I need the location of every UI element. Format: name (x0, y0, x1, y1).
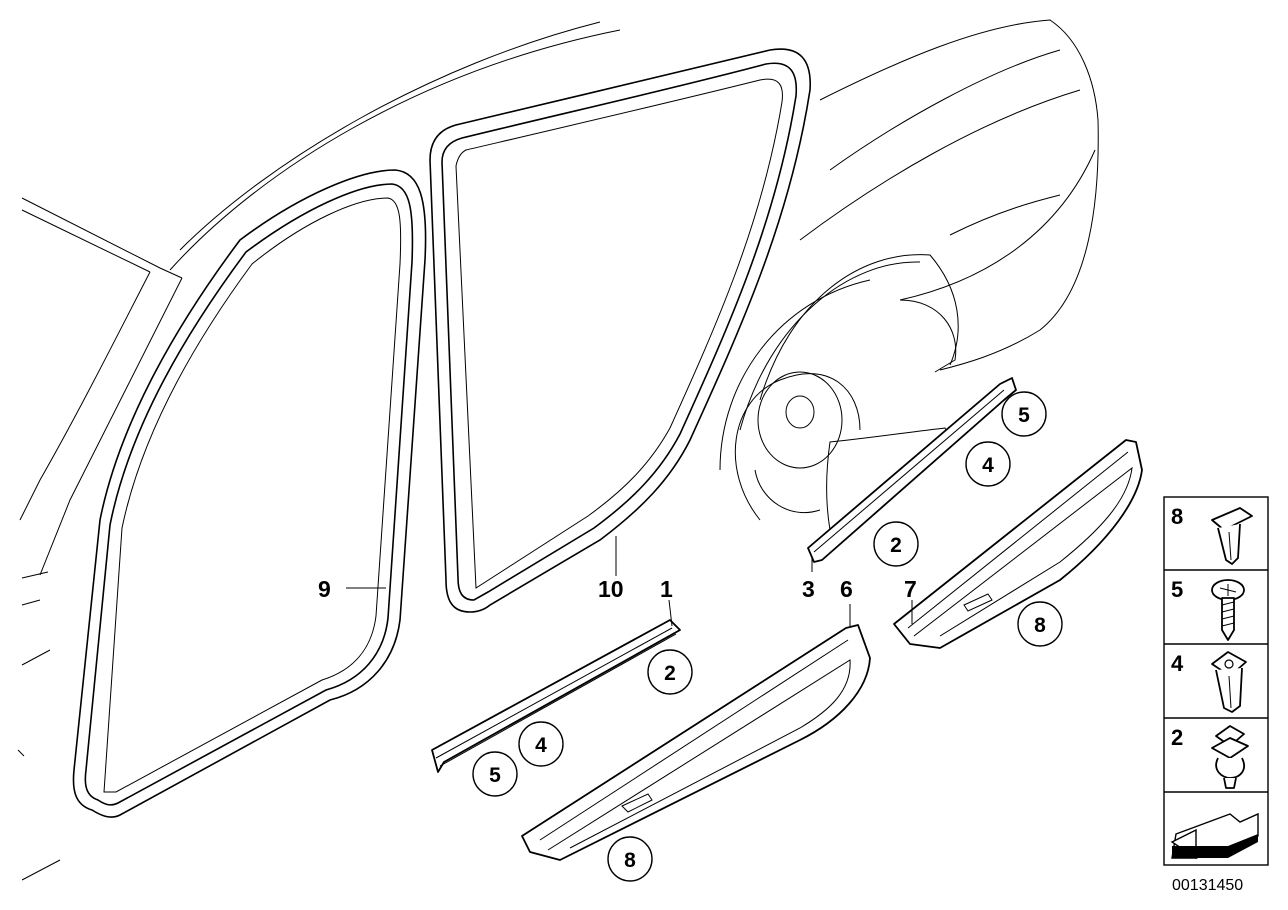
circled-label-2-front: 2 (647, 649, 693, 695)
svg-text:8: 8 (1034, 614, 1046, 637)
front-entrance-trim (521, 624, 871, 861)
part-label-9: 9 (318, 576, 331, 602)
part-label-1: 1 (660, 576, 673, 602)
svg-text:4: 4 (535, 734, 547, 757)
rear-sill-strip (807, 377, 1017, 563)
leader-lines (346, 536, 913, 627)
legend-row-4: 4 (1171, 651, 1247, 713)
rear-door-seal (72, 169, 427, 818)
svg-text:5: 5 (489, 764, 501, 787)
svg-text:8: 8 (1171, 504, 1183, 529)
circled-label-8-front: 8 (607, 836, 653, 882)
svg-text:2: 2 (664, 662, 676, 685)
circled-label-5-front: 5 (472, 751, 518, 797)
car-body-outline (17, 19, 1099, 881)
circled-label-4-rear: 4 (965, 441, 1011, 487)
self-tapping-screw-icon (1211, 579, 1245, 641)
part-number-labels: 9 10 1 3 6 7 (318, 576, 917, 602)
circled-label-5-rear: 5 (1001, 391, 1047, 437)
fastener-legend: 8 5 4 (1163, 496, 1269, 866)
clip-nut-icon (1211, 651, 1247, 713)
svg-text:4: 4 (982, 454, 994, 477)
svg-text:8: 8 (624, 849, 636, 872)
circled-label-4-front: 4 (518, 721, 564, 767)
svg-text:5: 5 (1018, 404, 1030, 427)
arrow-indicator-icon (1170, 812, 1259, 860)
part-label-3: 3 (802, 576, 815, 602)
legend-footer-arrow (1170, 812, 1259, 860)
legend-row-2: 2 (1171, 725, 1249, 789)
svg-text:4: 4 (1171, 651, 1184, 676)
expanding-rivet-icon (1211, 507, 1253, 565)
part-label-6: 6 (840, 576, 853, 602)
circled-label-2-rear: 2 (873, 521, 919, 567)
svg-text:2: 2 (890, 534, 902, 557)
part-label-7: 7 (904, 576, 917, 602)
circled-label-8-rear: 8 (1017, 601, 1063, 647)
svg-text:5: 5 (1171, 577, 1183, 602)
diagram-number: 00131450 (1172, 877, 1243, 894)
front-sill-strip (431, 619, 681, 773)
svg-text:2: 2 (1171, 725, 1183, 750)
legend-row-5: 5 (1171, 577, 1245, 641)
front-door-seal (429, 48, 811, 613)
circled-labels: 2 4 5 8 5 4 2 8 (472, 391, 1063, 882)
part-label-10: 10 (598, 576, 624, 602)
legend-row-8: 8 (1171, 504, 1253, 565)
rear-entrance-trim (893, 439, 1143, 649)
retaining-clip-icon (1211, 725, 1249, 789)
